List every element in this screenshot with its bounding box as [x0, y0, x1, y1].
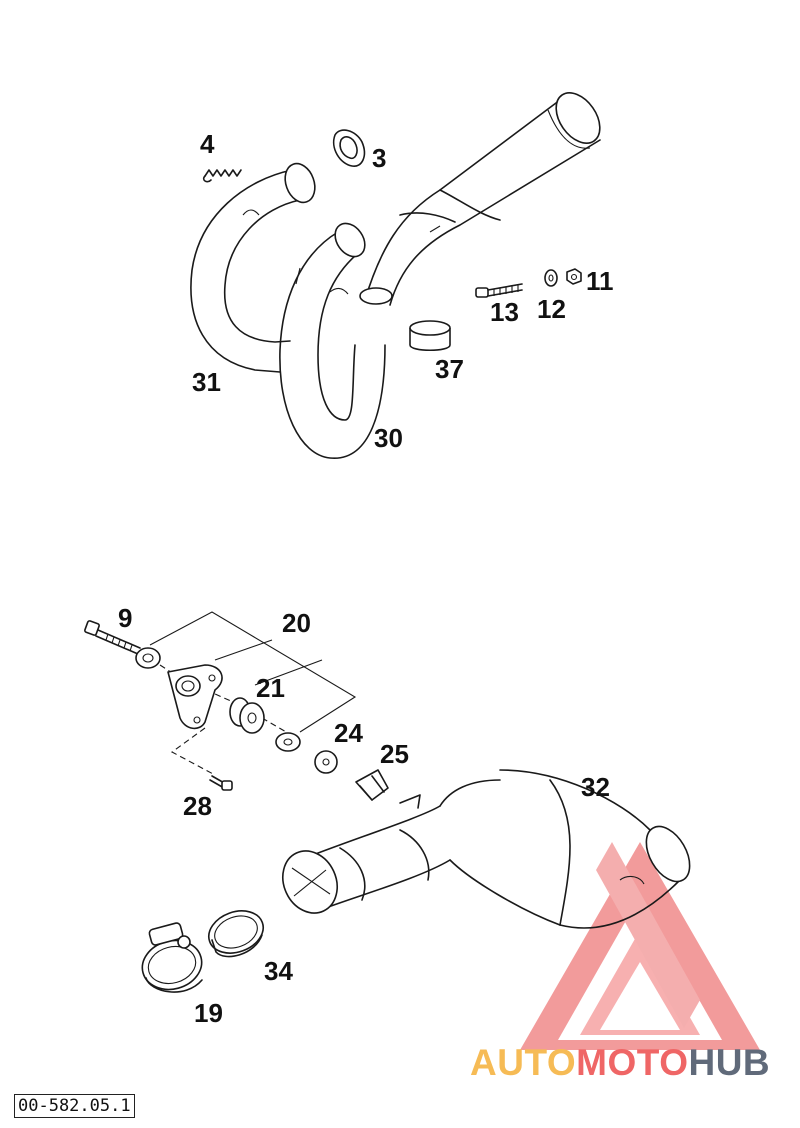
part-label-30: 30: [374, 423, 403, 453]
part-label-3: 3: [372, 143, 386, 173]
part-label-11: 11: [586, 266, 614, 296]
spring-part-4: [202, 169, 242, 183]
part-label-25: 25: [380, 739, 409, 769]
part-label-9: 9: [118, 603, 132, 633]
bracket-plate-part-20: [167, 664, 223, 730]
part-label-19: 19: [194, 998, 223, 1028]
sleeve-part-34: [208, 910, 264, 958]
washer-part-21b: [275, 732, 301, 752]
part-label-24: 24: [334, 718, 363, 748]
header-pipe-31: [190, 162, 316, 373]
washer-part-12: [544, 269, 558, 287]
part-label-37: 37: [435, 354, 464, 384]
bolt-part-13: [475, 283, 523, 298]
collector-tube: [359, 92, 601, 306]
part-label-32: 32: [581, 772, 610, 802]
watermark-text-auto: AUTO: [470, 1042, 577, 1083]
silencer-part-32: [282, 769, 691, 929]
drawing-reference-number: 00-582.05.1: [14, 1094, 135, 1118]
part-label-31: 31: [192, 367, 221, 397]
part-label-20: 20: [282, 608, 311, 638]
watermark-text-hub: HUB: [688, 1042, 771, 1083]
clip-nut-part-25: [355, 769, 389, 801]
gasket-part-3: [333, 129, 366, 167]
part-label-4: 4: [200, 129, 215, 159]
rubber-grommet-part-21: [229, 697, 265, 734]
screw-part-28: [209, 775, 233, 791]
watermark-logo: [520, 842, 760, 1050]
washer-part-24: [314, 750, 338, 774]
spacer-washer-part: [135, 647, 161, 669]
header-pipe-30: [279, 222, 386, 459]
part-label-21: 21: [256, 673, 285, 703]
part-label-12: 12: [537, 294, 566, 324]
clamp-part-19: [141, 922, 203, 993]
watermark-text: AUTOMOTOHUB: [470, 1040, 792, 1086]
watermark-text-moto: MOTO: [576, 1042, 689, 1083]
bolt-part-9: [84, 620, 141, 655]
part-label-34: 34: [264, 956, 293, 986]
nut-part-11: [566, 268, 582, 285]
part-label-28: 28: [183, 791, 212, 821]
part-label-13: 13: [490, 297, 519, 327]
sleeve-part-37: [409, 320, 451, 352]
